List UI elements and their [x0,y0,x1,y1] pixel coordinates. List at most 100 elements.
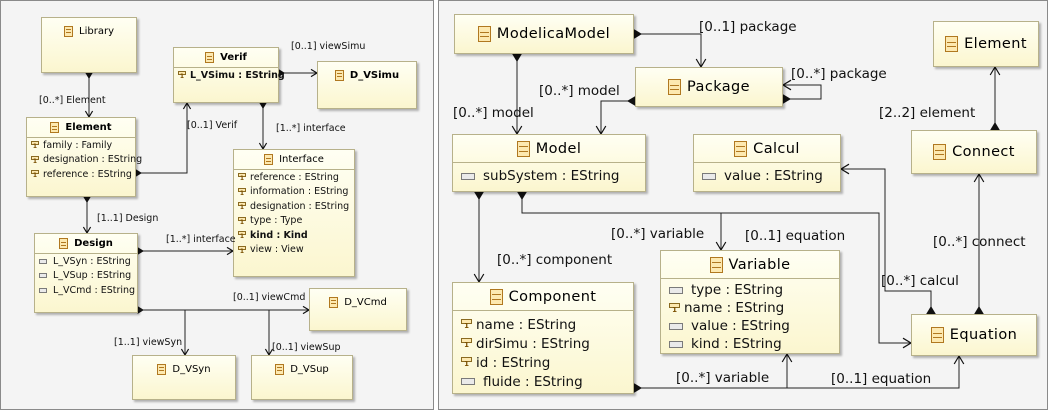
class-d-vcmd[interactable]: D_VCmd [309,288,407,331]
class-modelicamodel[interactable]: ModelicaModel [454,14,634,54]
class-icon [477,26,491,42]
edge-label-element: [2..2] element [879,105,976,121]
attribute-row[interactable]: subSystem : EString [453,167,645,185]
attribute-icon [669,322,683,330]
attribute-list: L_VSyn : EString L_VSup : EString L_VCmd… [35,253,137,298]
id-attribute-icon: 1 [669,302,680,314]
edge-modelica-package[interactable] [634,33,702,67]
class-name: Interface [279,154,324,165]
class-model[interactable]: Model subSystem : EString [452,134,646,192]
class-name: Variable [728,256,791,273]
class-equation[interactable]: Equation [911,314,1037,356]
id-attribute-icon: 1 [461,338,472,349]
edge-label-package-self: [0..*] package [791,66,887,82]
class-package[interactable]: Package [635,67,783,107]
class-name: Component [508,288,597,305]
id-attribute-icon: 1 [31,155,39,165]
attribute-row[interactable]: type : EString [661,281,839,299]
edge-component-equation[interactable] [787,356,960,389]
class-name: Design [74,238,113,249]
attribute-icon [39,258,47,264]
id-attribute-icon: 1 [238,187,246,197]
class-design[interactable]: Design L_VSyn : EString L_VSup : EString… [34,233,138,313]
class-icon [930,327,944,343]
class-name: Equation [949,327,1018,343]
edge-label-variable-from-component: [0..*] variable [676,370,770,386]
edge-package-self[interactable] [783,84,822,100]
class-name: D_VCmd [344,296,387,308]
attribute-row[interactable]: L_VSyn : EString [35,254,137,269]
attribute-row[interactable]: value : EString [694,167,840,185]
id-attribute-icon: 1 [31,141,39,150]
arrowhead [781,352,793,363]
class-d-vsup[interactable]: D_VSup [251,355,353,400]
class-icon [205,52,215,63]
edge-package-model[interactable] [600,100,635,134]
attribute-row[interactable]: kind : EString [661,335,839,353]
attribute-row[interactable]: L_VSup : EString [35,269,137,284]
id-attribute-icon: 1 [31,170,39,179]
class-icon [668,79,682,95]
class-name: Package [687,79,750,95]
id-attribute-icon: 1 [238,202,246,211]
edge-label-model-from-package: [0..*] model [539,83,620,99]
edge-equation-calcul[interactable] [841,168,932,314]
class-icon [157,363,167,375]
id-attribute-icon: 1 [178,71,186,80]
class-icon [64,25,74,37]
attribute-row[interactable]: fluide : EString [453,372,633,391]
attribute-row[interactable]: value : EString [661,317,839,335]
class-library[interactable]: Library [41,17,137,73]
attribute-icon [669,340,683,348]
class-name: Model [535,140,582,157]
edge-label-calcul: [0..*] calcul [881,273,959,289]
class-connect[interactable]: Connect [911,130,1037,174]
arrowhead [989,65,1001,76]
edge-label-element: [0..*] Element [39,95,106,106]
edge-model-equation[interactable] [522,212,911,344]
edge-label-equation-from-model: [0..1] equation [745,228,846,244]
edge-design-dvsyn[interactable] [138,309,186,355]
class-icon [709,256,723,273]
attribute-row[interactable]: L_VCmd : EString [35,283,137,298]
edge-design-dvsup[interactable] [138,309,270,355]
class-d-vsyn[interactable]: D_VSyn [132,355,236,400]
class-d-vsimu[interactable]: D_VSimu [317,61,417,109]
class-element-right[interactable]: Element [933,21,1039,67]
edge-label-viewsyn: [1..1] viewSyn [114,337,183,348]
edge-label-component: [0..*] component [497,252,613,268]
class-icon [516,140,530,157]
class-calcul[interactable]: Calcul value : EString [693,134,841,192]
class-name: Library [79,25,114,37]
edge-label-viewsimu: [0..1] viewSimu [291,41,366,52]
id-attribute-icon: 1 [461,357,472,368]
edge-label-interface-from-design: [1..*] interface [166,234,236,245]
id-attribute-icon: 1 [238,231,246,240]
class-name: Element [964,36,1027,52]
edge-element-verif[interactable] [136,103,188,174]
arrowhead [839,163,850,175]
class-name: D_VSyn [172,363,211,375]
attribute-list: subSystem : EString [453,162,645,185]
